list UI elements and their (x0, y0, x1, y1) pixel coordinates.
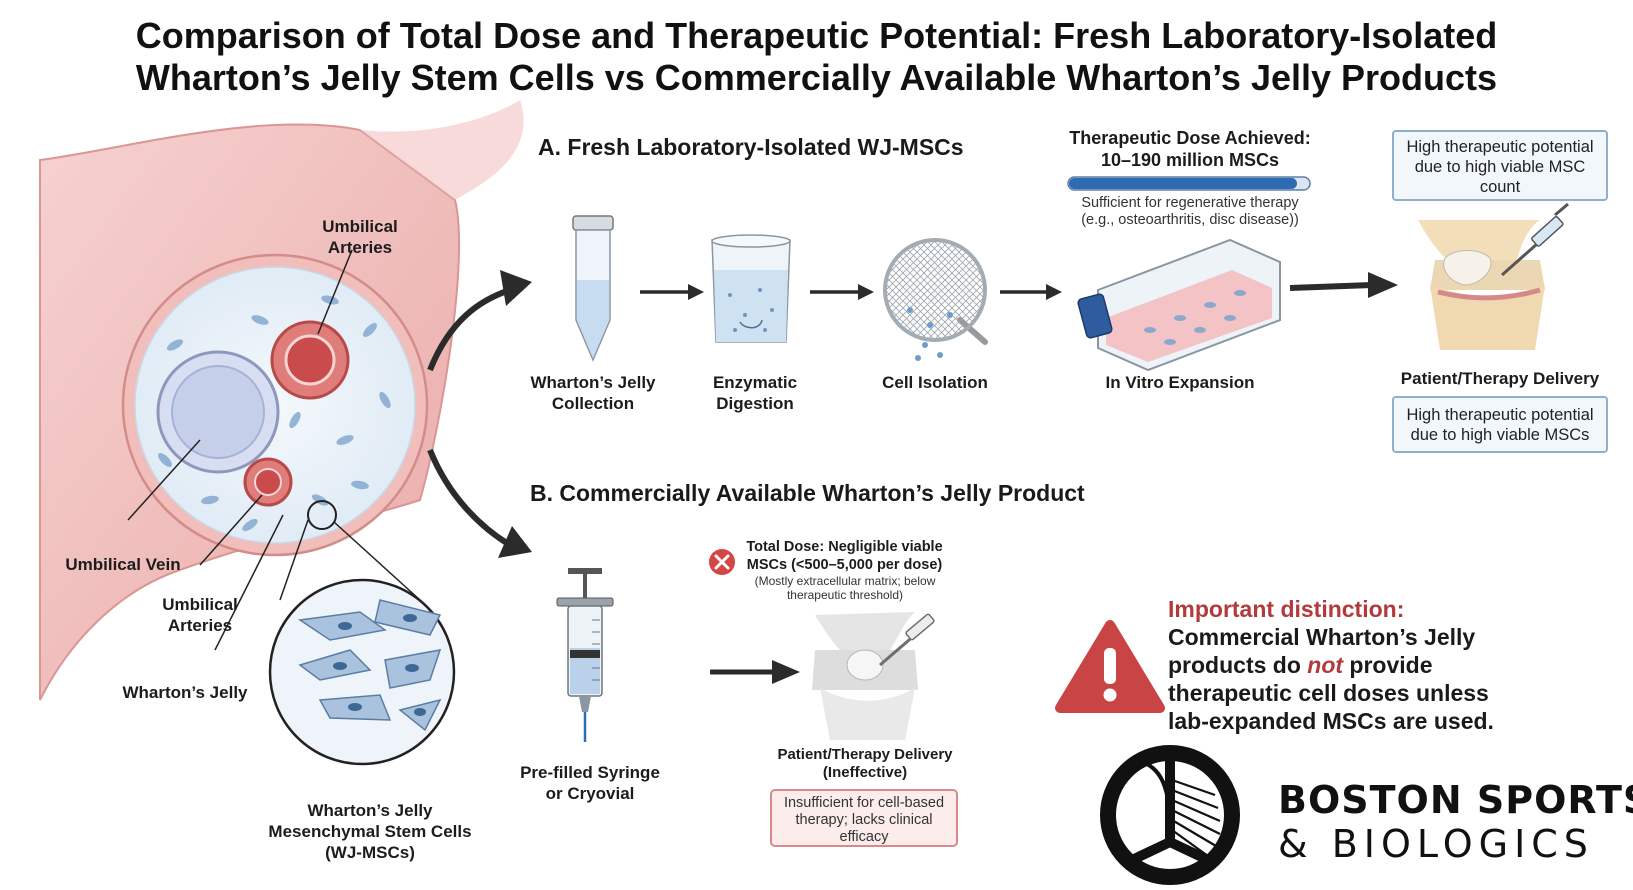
dose-a-note-1: Sufficient for regenerative therapy (1040, 195, 1340, 211)
warning-line-4: lab-expanded MSCs are used. (1168, 707, 1494, 735)
warning-line-2-pre: products do (1168, 652, 1307, 678)
delivery-a-label: Patient/Therapy Delivery (1380, 368, 1620, 389)
step-expansion-label: In Vitro Expansion (1085, 372, 1275, 393)
beaker-icon (712, 235, 790, 342)
label-umbilical-arteries-top: Umbilical Arteries (300, 216, 420, 258)
label-umbilical-arteries-bottom: Umbilical Arteries (140, 594, 260, 636)
delivery-box-a: High therapeutic potential due to high v… (1392, 396, 1608, 453)
section-b-heading: B. Commercially Available Wharton’s Jell… (530, 480, 1085, 507)
umbilical-cord-illustration (40, 100, 524, 764)
warning-triangle-icon (1060, 625, 1160, 708)
culture-flask-icon (1077, 240, 1280, 370)
falcon-tube-icon (573, 216, 613, 360)
dose-a-title: Therapeutic Dose Achieved: (1040, 128, 1340, 149)
warning-title: Important distinction: (1168, 596, 1404, 623)
warning-line-1: Commercial Wharton’s Jelly (1168, 623, 1475, 651)
knee-illustration-effective (1418, 204, 1568, 350)
step-collection-label: Wharton’s Jelly Collection (528, 372, 658, 414)
dose-a-value: 10–190 million MSCs (1040, 150, 1340, 171)
section-a-heading: A. Fresh Laboratory-Isolated WJ-MSCs (538, 134, 964, 161)
knee-illustration-ineffective (812, 612, 935, 740)
potential-box-a: High therapeutic potential due to high v… (1392, 130, 1608, 201)
syringe-label: Pre-filled Syringe or Cryovial (515, 762, 665, 804)
boston-sports-biologics-logo-mark (1108, 753, 1232, 877)
brand-line-1: BOSTON SPORTS (1278, 778, 1633, 822)
dose-b-note: (Mostly extracellular matrix; below ther… (750, 574, 940, 602)
dose-bar-fill (1069, 178, 1297, 189)
brand-line-2: & BIOLOGICS (1278, 822, 1594, 866)
warning-line-2-post: provide (1343, 652, 1432, 678)
label-whartons-jelly: Wharton’s Jelly (110, 682, 260, 703)
label-wj-mscs: Wharton’s Jelly Mesenchymal Stem Cells (… (255, 800, 485, 863)
step-isolation-label: Cell Isolation (870, 372, 1000, 393)
dose-b-title: Total Dose: Negligible viable MSCs (<500… (742, 538, 947, 574)
delivery-b-label: Patient/Therapy Delivery (Ineffective) (770, 746, 960, 782)
cell-strainer-icon (885, 240, 985, 361)
prefilled-syringe-icon (557, 568, 613, 742)
step-digestion-label: Enzymatic Digestion (700, 372, 810, 414)
label-umbilical-vein: Umbilical Vein (48, 554, 198, 575)
delivery-box-b: Insufficient for cell-based therapy; lac… (770, 789, 958, 847)
warning-line-2: products do not provide (1168, 651, 1433, 679)
warning-line-3: therapeutic cell doses unless (1168, 679, 1489, 707)
warning-emphasis: not (1307, 652, 1343, 678)
dose-a-note-2: (e.g., osteoarthritis, disc disease)) (1040, 212, 1340, 228)
